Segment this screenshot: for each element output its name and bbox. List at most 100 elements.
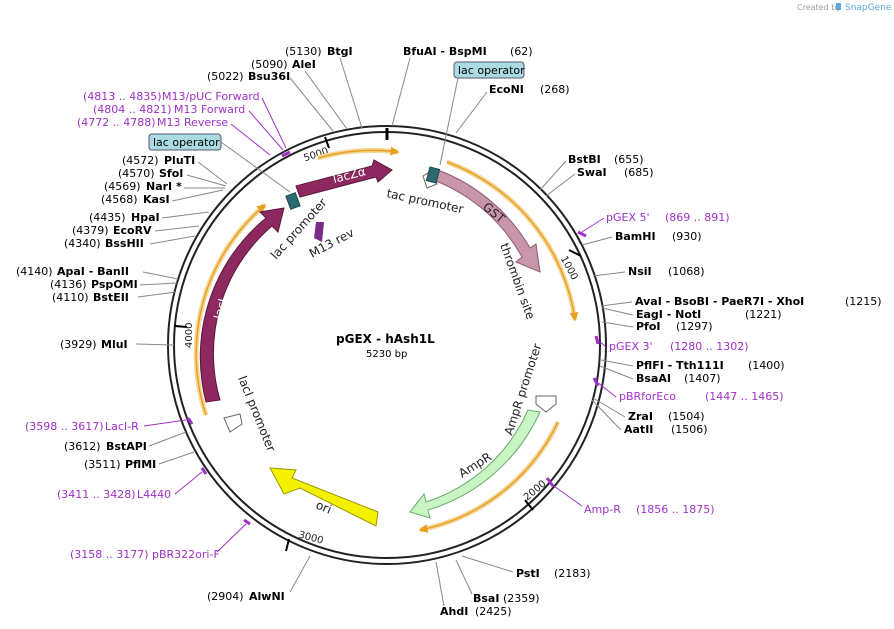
site-hpai-name: HpaI [131,211,160,224]
site-pluti-name: PluTI [164,154,195,167]
laci-arc [195,204,267,416]
primer-pbr322ori-range: (3158 .. 3177) [70,548,149,561]
site-econi-pos: (268) [540,83,570,96]
site-alei-name: AleI [292,58,316,71]
tick-1000 [568,249,582,257]
primer-ampr-leader [550,483,583,507]
site-pluti-pos: (4572) [122,154,159,167]
site-pspomi-name: PspOMI [91,278,138,291]
primer-ampr-name: Amp-R [584,503,621,516]
site-aatii-name: AatII [624,423,653,436]
site-alwni-name: AlwNI [249,590,285,603]
site-sfoi-name: SfoI [159,167,183,180]
site-alei-leader [304,70,348,130]
site-nari-name: NarI * [146,180,182,193]
primer-laci-r-tick [186,417,194,425]
site-bsai-pos: (2359) [503,592,540,605]
site-mlui-name: MluI [101,338,128,351]
primer-m13puc-range: (4813 .. 4835) [83,90,162,103]
site-ahdi-name: AhdI [440,605,468,618]
primer-laci-r-leader [143,419,187,427]
laci-arrow [199,207,285,403]
site-pflfi-pos: (1400) [748,359,785,372]
primer-pbr322ori-leader [216,523,247,553]
site-nsii-leader [592,271,626,277]
site-sfoi-pos: (4570) [118,167,155,180]
primer-pgex3-name: pGEX 3' [609,340,653,353]
primer-pgex3-range: (1280 .. 1302) [670,340,749,353]
primer-l4440-tick [200,467,208,475]
site-pfoi-name: PfoI [636,320,661,333]
site-bsai-leader [455,559,473,595]
site-sfoi-leader [186,174,227,187]
site-bstapi-name: BstAPI [106,440,147,453]
primer-pbrforeco-leader [596,381,617,398]
site-aatii-leader [591,399,622,431]
site-pspomi-leader [139,282,178,286]
site-swai-pos: (685) [624,166,654,179]
tick-4000-label: 4000 [184,323,195,348]
tick-2000 [524,499,534,511]
primer-laci-r-name: LacI-R [105,420,139,433]
lac-operator-box-top [425,166,441,184]
site-pflmi-pos: (3511) [84,458,121,471]
site-bsshii-pos: (4340) [64,237,101,250]
tick-4000 [174,325,188,328]
plasmid-length: 5230 bp [366,349,407,360]
site-hpai-leader [161,211,210,219]
site-swai-name: SwaI [577,166,607,179]
site-pfoi-leader [601,321,634,328]
site-ecorv-name: EcoRV [113,224,152,237]
site-zrai-pos: (1504) [668,410,705,423]
primer-ampr-tick [545,477,555,487]
lacza-arrow [295,159,393,198]
tick-2000-label: 2000 [522,478,549,503]
site-eagi-name: EagI - NotI [636,308,701,321]
site-mlui-leader [135,343,175,346]
lac-operator-box-left [285,192,301,210]
site-bamhi-pos: (930) [672,230,702,243]
site-btgi-name: BtgI [327,45,353,58]
snapgene-logo-icon [836,3,841,10]
primer-pgex3-leader [597,339,607,348]
site-bsu36i-leader [289,77,334,132]
site-aatii-pos: (1506) [671,423,708,436]
site-bsaai-pos: (1407) [684,372,721,385]
site-bstbi-name: BstBI [568,153,601,166]
m13-primer-tick [281,150,291,158]
site-zrai-leader [592,397,626,418]
site-psti-name: PstI [516,567,540,580]
site-pflfi-name: PflFI - Tth111I [636,359,724,372]
site-bstbii-pos: (4110) [52,291,89,304]
primer-m13fwd-name: M13 Forward [174,103,245,116]
site-bsu36i-pos: (5022) [207,70,244,83]
credit-prefix: Created by [797,3,841,12]
site-ahdi-pos: (2425) [475,605,512,618]
site-kasi-pos: (4568) [101,193,138,206]
site-avai-pos: (1215) [845,295,882,308]
site-pluti-leader [197,161,228,185]
site-nari-pos: (4569) [104,180,141,193]
site-pflmi-leader [158,451,195,465]
site-bsshii-name: BssHII [105,237,144,250]
site-psti-leader [461,555,514,573]
site-pfoi-pos: (1297) [676,320,713,333]
site-bsaai-leader [599,365,634,380]
site-apai-pos: (4140) [16,265,53,278]
primer-m13fwd-leader [248,110,284,151]
primer-m13puc-leader [261,97,287,149]
site-bstapi-pos: (3612) [64,440,101,453]
site-econi-leader [455,91,488,134]
site-ecorv-leader [154,225,200,232]
site-bfuai-name: BfuAI - BspMI [403,45,487,58]
site-kasi-leader [171,189,224,202]
site-alei-pos: (5090) [251,58,288,71]
primer-ampr-range: (1856 .. 1875) [636,503,715,516]
primer-pbrforeco-range: (1447 .. 1465) [705,390,784,403]
primer-pbr322ori-name: pBR322ori-F [152,548,220,561]
credit-brand: SnapGene [845,3,892,13]
laci-promoter-arrow [223,413,243,433]
primer-pgex5-name: pGEX 5' [606,211,650,224]
gst-arc [446,161,579,322]
site-bstbii-leader [137,291,177,298]
